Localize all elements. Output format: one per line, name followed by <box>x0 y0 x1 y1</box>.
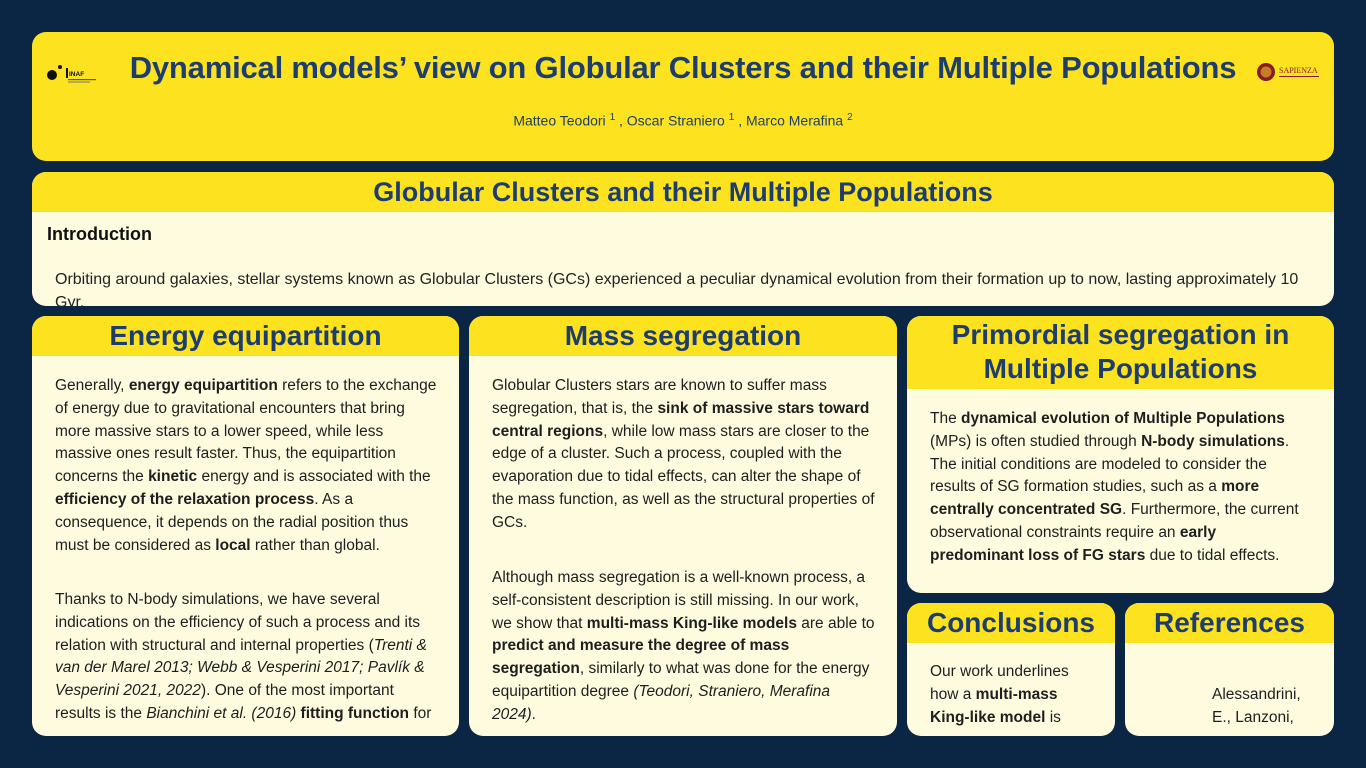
text-run: is <box>1045 708 1061 726</box>
references-panel: References Alessandrini, E., Lanzoni, <box>1125 603 1334 736</box>
primordial-title-line-2: Multiple Populations <box>983 353 1258 384</box>
introduction-heading: Introduction <box>47 224 152 244</box>
bold-run: dynamical evolution of Multiple Populati… <box>961 410 1285 427</box>
bold-run: energy equipartition <box>128 377 278 394</box>
text-run: energy and is associated with the <box>197 468 431 486</box>
primordial-paragraph: The dynamical evolution of Multiple Popu… <box>930 408 1312 568</box>
italic-run: (Teodori, Straniero, Merafina 2024) <box>492 682 831 723</box>
references-text: Alessandrini, E., Lanzoni, <box>1212 686 1301 726</box>
author-1: Matteo Teodori <box>513 112 606 129</box>
text-run: ). One of the most important results is … <box>55 682 394 722</box>
conclusions-panel: Conclusions Our work underlines how a mu… <box>907 603 1115 736</box>
text-run: , while low mass stars are closer to the… <box>492 422 875 531</box>
text-run: . The initial conditions are modeled to … <box>930 432 1290 496</box>
energy-paragraph-2: Thanks to N-body simulations, we have se… <box>55 589 437 726</box>
text-run: The <box>930 410 962 427</box>
gc-section: Globular Clusters and their Multiple Pop… <box>32 172 1334 306</box>
bold-run: multi-mass King-like model <box>930 685 1058 726</box>
bold-run: predict and measure the degree of mass s… <box>492 637 790 678</box>
bold-run: N-body simulations <box>1141 432 1285 450</box>
gc-section-title: Globular Clusters and their Multiple Pop… <box>32 172 1334 212</box>
bold-run: early predominant loss of FG stars <box>930 523 1217 564</box>
bold-run: more centrally concentrated SG <box>930 478 1260 519</box>
energy-paragraph-1: Generally, energy equipartition refers t… <box>55 375 437 557</box>
sapienza-logo: SAPIENZA <box>1257 63 1319 81</box>
text-run: Our work underlines how a <box>930 663 1069 703</box>
inaf-logo-text: INAF <box>69 71 84 78</box>
text-run: Although mass segregation is a well-know… <box>492 569 866 632</box>
text-run: for <box>409 704 432 722</box>
bold-run: local <box>215 536 251 554</box>
bold-run: multi-mass King-like models <box>586 614 797 632</box>
text-run: . <box>531 705 536 723</box>
mass-segregation-title: Mass segregation <box>469 316 897 356</box>
primordial-segregation-title: Primordial segregation in Multiple Popul… <box>907 316 1334 389</box>
text-run: rather than global. <box>250 536 380 554</box>
author-1-affiliation: 1 <box>609 112 616 123</box>
poster-header: INAF Dynamical models’ view on Globular … <box>32 32 1334 161</box>
text-run: refers to the exchange of energy due to … <box>55 377 437 486</box>
bold-run: kinetic <box>148 468 198 486</box>
page-title: Dynamical models’ view on Globular Clust… <box>129 50 1237 85</box>
energy-equipartition-panel: Energy equipartition Generally, energy e… <box>32 316 459 736</box>
mass-paragraph-1: Globular Clusters stars are known to suf… <box>492 375 875 535</box>
author-list: Matteo Teodori 1 , Oscar Straniero 1 , M… <box>32 112 1334 129</box>
italic-run: Bianchini et al. (2016) <box>146 704 297 722</box>
conclusions-title: Conclusions <box>907 603 1115 643</box>
author-3: , Marco Merafina <box>738 112 844 129</box>
inaf-logo: INAF <box>47 65 96 83</box>
author-2-affiliation: 1 <box>728 112 735 123</box>
text-run: (MPs) is often studied through <box>930 432 1142 450</box>
mass-segregation-panel: Mass segregation Globular Clusters stars… <box>469 316 897 736</box>
primordial-segregation-panel: Primordial segregation in Multiple Popul… <box>907 316 1334 593</box>
text-run: Generally, <box>55 377 129 394</box>
text-run: due to tidal effects. <box>1145 546 1280 564</box>
energy-equipartition-title: Energy equipartition <box>32 316 459 356</box>
bold-run: fitting function <box>300 704 410 722</box>
conclusions-paragraph: Our work underlines how a multi-mass Kin… <box>930 661 1085 729</box>
text-run: Thanks to N-body simulations, we have se… <box>55 591 421 654</box>
bold-run: efficiency of the relaxation process <box>55 490 315 508</box>
mass-paragraph-2: Although mass segregation is a well-know… <box>492 567 875 727</box>
references-title: References <box>1125 603 1334 643</box>
bold-run: sink of massive stars toward central reg… <box>492 399 870 440</box>
italic-run: Trenti & van der Marel 2013; Webb & Vesp… <box>55 636 427 700</box>
text-run: are able to <box>796 614 875 632</box>
primordial-title-line-1: Primordial segregation in <box>951 319 1290 350</box>
text-run: Globular Clusters stars are known to suf… <box>492 377 827 417</box>
author-2: , Oscar Straniero <box>619 112 725 129</box>
text-run: , similarly to what was done for the ene… <box>492 660 870 700</box>
sapienza-logo-text: SAPIENZA <box>1279 66 1318 75</box>
text-run: . Furthermore, the current observational… <box>930 501 1299 541</box>
author-3-affiliation: 2 <box>847 112 853 123</box>
text-run: . As a consequence, it depends on the ra… <box>55 490 409 554</box>
introduction-text: Orbiting around galaxies, stellar system… <box>55 271 1299 306</box>
